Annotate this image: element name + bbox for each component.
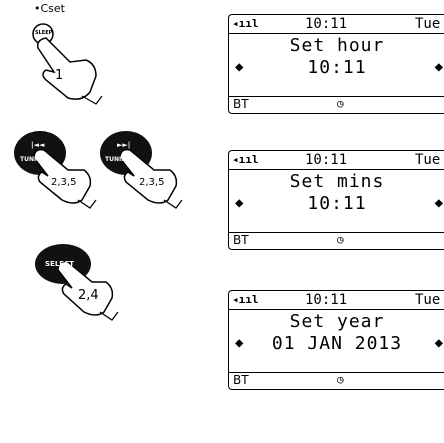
lcd-footer: BT ◷ (229, 96, 444, 113)
lcd-status-bar: ◂ııl 10:11 Tue (229, 15, 444, 34)
lcd-day: Tue (415, 292, 441, 308)
left-arrow-icon: ◆ (235, 59, 244, 75)
lcd-value: 10:11 (307, 57, 367, 78)
alarm-clock-icon: ◷ (337, 233, 344, 246)
select-button-label: SELECT (45, 260, 74, 268)
step-24-label: 2,4 (78, 288, 99, 303)
tuning-up-label: TUNING (105, 156, 132, 163)
lcd-footer: BT ◷ (229, 372, 444, 389)
tuning-down-group (14, 131, 97, 209)
pointing-hand-icon (33, 148, 92, 204)
step-235-label-b: 2,3,5 (139, 177, 165, 188)
tuning-down-glyph: |◄◄ (31, 141, 45, 149)
bt-label: BT (233, 233, 249, 247)
lcd-clock: 10:11 (305, 292, 348, 308)
alarm-clock-icon: ◷ (337, 97, 344, 110)
tuning-up-group (100, 131, 183, 209)
sleep-button-group (32, 23, 103, 105)
signal-icon: ◂ııl (232, 17, 259, 30)
lcd-day: Tue (415, 152, 441, 168)
bt-label: BT (233, 373, 249, 387)
lcd-value: 01 JAN 2013 (271, 333, 403, 354)
lcd-clock: 10:11 (305, 16, 348, 32)
select-group (35, 244, 119, 321)
tuning-down-label: TUNING (20, 156, 47, 163)
alarm-clock-icon: ◷ (337, 373, 344, 386)
left-arrow-icon: ◆ (235, 195, 244, 211)
lcd-day: Tue (415, 16, 441, 32)
lcd-title: Set hour (289, 35, 385, 56)
lcd-value: 10:11 (307, 193, 367, 214)
clock-set-caption: •Cset (34, 2, 65, 15)
signal-icon: ◂ııl (232, 293, 259, 306)
step-235-label-a: 2,3,5 (51, 177, 77, 188)
lcd-status-bar: ◂ııl 10:11 Tue (229, 151, 444, 170)
lcd-screen-set-year: ◂ııl 10:11 Tue Set year ◆ 01 JAN 2013 ◆ … (228, 290, 444, 390)
lcd-clock: 10:11 (305, 152, 348, 168)
pointing-hand-icon (119, 148, 178, 204)
lcd-footer: BT ◷ (229, 232, 444, 249)
pointing-hand-icon (36, 37, 97, 100)
tuning-up-glyph: ►►| (117, 141, 131, 149)
left-arrow-icon: ◆ (235, 335, 244, 351)
step-1-label: 1 (55, 68, 64, 83)
lcd-title: Set year (289, 311, 385, 332)
sleep-button-label: SLEEP (35, 30, 53, 36)
signal-icon: ◂ııl (232, 153, 259, 166)
bt-label: BT (233, 97, 249, 111)
lcd-title: Set mins (289, 171, 385, 192)
remote-illustrations (14, 23, 183, 321)
lcd-status-bar: ◂ııl 10:11 Tue (229, 291, 444, 310)
lcd-screen-set-mins: ◂ııl 10:11 Tue Set mins ◆ 10:11 ◆ BT ◷ (228, 150, 444, 250)
lcd-screen-set-hour: ◂ııl 10:11 Tue Set hour ◆ 10:11 ◆ BT ◷ (228, 14, 444, 114)
right-arrow-icon: ◆ (434, 335, 443, 351)
pointing-hand-icon (57, 260, 114, 316)
right-arrow-icon: ◆ (434, 195, 443, 211)
right-arrow-icon: ◆ (434, 59, 443, 75)
